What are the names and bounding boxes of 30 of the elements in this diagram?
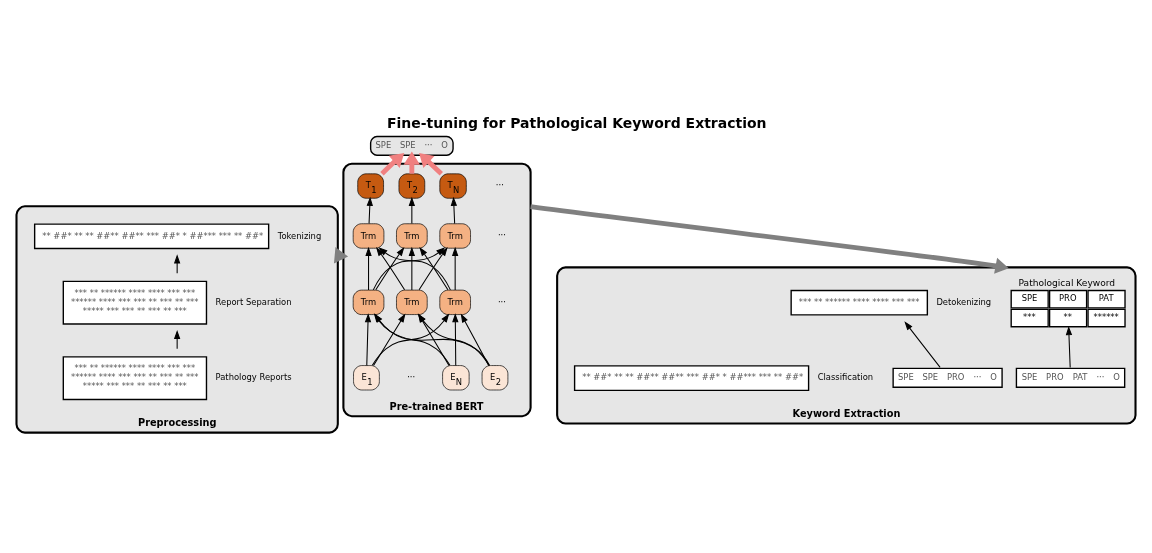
arrow xyxy=(417,313,490,366)
arrow xyxy=(408,196,416,225)
node-label: Detokenizing xyxy=(936,296,992,307)
label: ··· xyxy=(407,371,416,382)
arrow xyxy=(450,196,458,225)
arrow xyxy=(173,329,181,350)
arrow xyxy=(452,313,459,367)
label: ··· xyxy=(495,180,504,191)
label: ··· xyxy=(497,230,506,241)
node-label: Classification xyxy=(817,372,874,383)
arrow xyxy=(366,196,373,225)
node-label: Pathology Reports xyxy=(215,372,292,383)
arrow xyxy=(333,247,349,264)
arrow xyxy=(418,313,450,367)
arrow xyxy=(530,204,1009,274)
arrow xyxy=(380,152,405,176)
arrow xyxy=(904,321,941,368)
arrow xyxy=(364,313,372,367)
arrow xyxy=(1065,326,1073,368)
node-label: Tokenizing xyxy=(277,230,322,241)
diagram-title: Fine-tuning for Pathological Keyword Extraction xyxy=(387,115,767,132)
arrow xyxy=(419,152,443,176)
label: ··· xyxy=(497,296,506,307)
arrow xyxy=(365,246,372,291)
node-label: Pathological Keyword xyxy=(1018,277,1116,288)
node-label: Report Separation xyxy=(215,296,292,307)
arrow xyxy=(408,246,416,291)
arrow xyxy=(451,246,459,291)
arrow xyxy=(460,313,490,367)
arrow xyxy=(173,254,181,274)
